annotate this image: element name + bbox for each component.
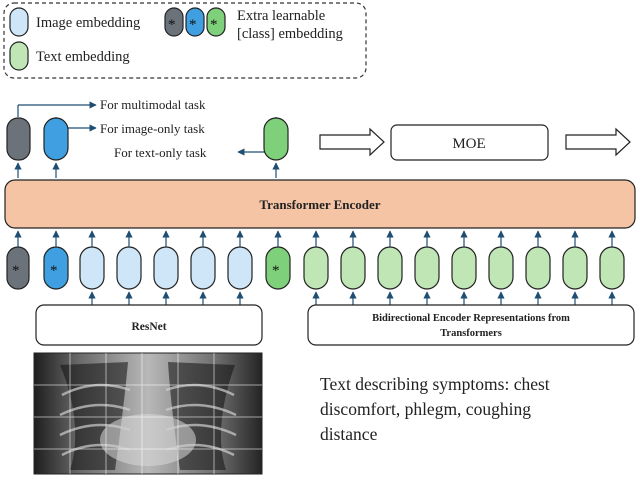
text-token <box>525 246 551 290</box>
bert-label-line1: Bidirectional Encoder Representations fr… <box>372 313 570 324</box>
chest-xray-image <box>33 352 263 475</box>
block-arrow-from-moe <box>565 127 631 157</box>
image-patch-token <box>227 246 253 290</box>
bert-label-line2: Transformers <box>440 328 502 339</box>
symptom-text-line2: discomfort, phlegm, coughing <box>320 399 531 419</box>
image-patch-token <box>153 246 179 290</box>
legend-dark-cls-token <box>164 7 184 37</box>
output-text-token <box>263 117 289 161</box>
image-patch-token <box>190 246 216 290</box>
legend-green-cls-token <box>206 7 226 37</box>
image-patch-token <box>116 246 142 290</box>
output-text-only-label: For text-only task <box>114 145 207 160</box>
backbone-to-token-arrows <box>88 291 616 305</box>
input-star-1: * <box>12 263 20 279</box>
legend-star-2: * <box>189 17 197 33</box>
legend: Image embedding * * * Extra learnable [c… <box>3 2 367 79</box>
output-image-only-label: For image-only task <box>100 121 205 136</box>
input-tokens <box>6 246 625 290</box>
legend-star-1: * <box>168 17 176 33</box>
moe-box <box>390 124 549 161</box>
text-token <box>303 246 329 290</box>
legend-extra-class-line2: [class] embedding <box>237 26 343 42</box>
image-patch-token <box>79 246 105 290</box>
resnet-box: ResNet <box>35 304 263 346</box>
bert-box: Bidirectional Encoder Representations fr… <box>307 304 635 346</box>
output-image-token <box>43 117 69 161</box>
output-multimodal-label: For multimodal task <box>100 97 206 112</box>
legend-star-3: * <box>210 17 218 33</box>
output-section: For multimodal task For image-only task … <box>6 97 631 178</box>
text-token <box>414 246 440 290</box>
legend-text-token <box>9 41 29 71</box>
output-multimodal-token <box>6 117 31 161</box>
transformer-encoder: Transformer Encoder <box>4 179 636 229</box>
encoder-label: Transformer Encoder <box>259 197 380 212</box>
text-token <box>488 246 514 290</box>
text-token <box>599 246 625 290</box>
text-token <box>340 246 366 290</box>
text-token <box>377 246 403 290</box>
legend-image-token <box>9 7 29 37</box>
moe-label: MOE <box>452 136 485 152</box>
legend-image-embedding-label: Image embedding <box>36 15 140 31</box>
legend-blue-cls-token <box>185 7 205 37</box>
symptom-text-line3: distance <box>320 424 378 444</box>
input-star-2: * <box>50 263 58 279</box>
text-token <box>562 246 588 290</box>
block-arrow-to-moe <box>319 127 385 157</box>
symptom-text-line1: Text describing symptoms: chest <box>320 374 550 394</box>
symptom-text: Text describing symptoms: chest discomfo… <box>320 374 550 444</box>
legend-extra-class-line1: Extra learnable <box>237 8 325 24</box>
token-to-encoder-arrows <box>14 230 616 247</box>
resnet-label: ResNet <box>131 321 166 333</box>
text-token <box>451 246 477 290</box>
input-star-3: * <box>272 263 280 279</box>
legend-text-embedding-label: Text embedding <box>36 49 130 65</box>
